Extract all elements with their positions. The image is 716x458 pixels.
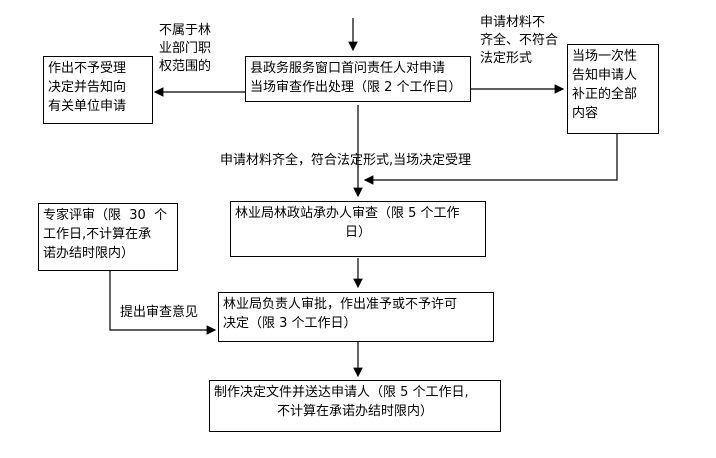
node-approval-line-2: 决定（限 3 个工作日） — [223, 316, 357, 331]
node-deliver-decision: 制作决定文件并送达申请人（限 5 个工作日, 不计算在承诺办结时限内） — [209, 380, 501, 432]
node-station-review: 林业局林政站承办人审查（限 5 个工作 日） — [230, 201, 486, 257]
node-not-accepted-line-2: 决定并告知向 — [48, 80, 127, 95]
node-not-accepted-line-3: 有关单位申请 — [48, 99, 127, 114]
node-expert-review-line-1: 专家评审（限 30 个 — [43, 208, 168, 223]
node-approval: 林业局负责人审批，作出准予或不予许可 决定（限 3 个工作日） — [218, 292, 494, 342]
node-window-review: 县政务服务窗口首问责任人对申请 当场审查作出处理（限 2 个工作日） — [245, 56, 471, 102]
label-outside-scope-line-1: 不属于林 — [159, 23, 212, 38]
node-not-accepted: 作出不予受理 决定并告知向 有关单位申请 — [43, 56, 153, 124]
node-expert-review-line-2: 工作日,不计算在承 — [43, 227, 152, 242]
node-notify-correction-line-1: 当场一次性 — [572, 49, 638, 64]
label-accepted-on-spot-text: 申请材料齐全，符合法定形式,当场决定受理 — [220, 153, 472, 168]
node-station-review-line-1: 林业局林政站承办人审查（限 5 个工作 — [235, 206, 460, 221]
arrow-expert-to-approval — [109, 271, 217, 335]
node-window-review-line-1: 县政务服务窗口首问责任人对申请 — [250, 61, 446, 76]
node-deliver-decision-line-2: 不计算在承诺办结时限内） — [276, 404, 433, 419]
node-approval-line-1: 林业局负责人审批，作出准予或不予许可 — [223, 297, 458, 312]
node-notify-correction-line-4: 内容 — [572, 106, 599, 121]
node-expert-review: 专家评审（限 30 个 工作日,不计算在承 诺办结时限内） — [38, 203, 178, 271]
label-outside-scope-line-3: 权范围的 — [159, 59, 212, 74]
label-accepted-on-spot: 申请材料齐全，符合法定形式,当场决定受理 — [220, 152, 471, 170]
node-notify-correction-line-2: 告知申请人 — [572, 68, 638, 83]
node-notify-correction: 当场一次性 告知申请人 补正的全部 内容 — [567, 44, 659, 134]
label-submit-opinion-text: 提出审查意见 — [120, 305, 199, 320]
node-notify-correction-line-3: 补正的全部 — [572, 87, 638, 102]
node-expert-review-line-3: 诺办结时限内） — [43, 246, 135, 261]
label-outside-scope-line-2: 业部门职 — [159, 41, 212, 56]
label-incomplete-materials-line-2: 齐全、不符合 — [480, 33, 559, 48]
label-incomplete-materials-line-3: 法定形式 — [480, 51, 533, 66]
node-not-accepted-line-1: 作出不予受理 — [48, 61, 127, 76]
node-station-review-line-2: 日） — [344, 225, 371, 240]
node-window-review-line-2: 当场审查作出处理（限 2 个工作日） — [250, 80, 462, 95]
node-deliver-decision-line-1: 制作决定文件并送达申请人（限 5 个工作日, — [214, 385, 469, 400]
label-submit-opinion: 提出审查意见 — [120, 304, 198, 322]
label-incomplete-materials-line-1: 申请材料不 — [480, 15, 546, 30]
label-incomplete-materials: 申请材料不 齐全、不符合 法定形式 — [480, 14, 558, 68]
arrow-return-to-main — [363, 133, 618, 185]
label-outside-scope: 不属于林 业部门职 权范围的 — [159, 22, 211, 76]
